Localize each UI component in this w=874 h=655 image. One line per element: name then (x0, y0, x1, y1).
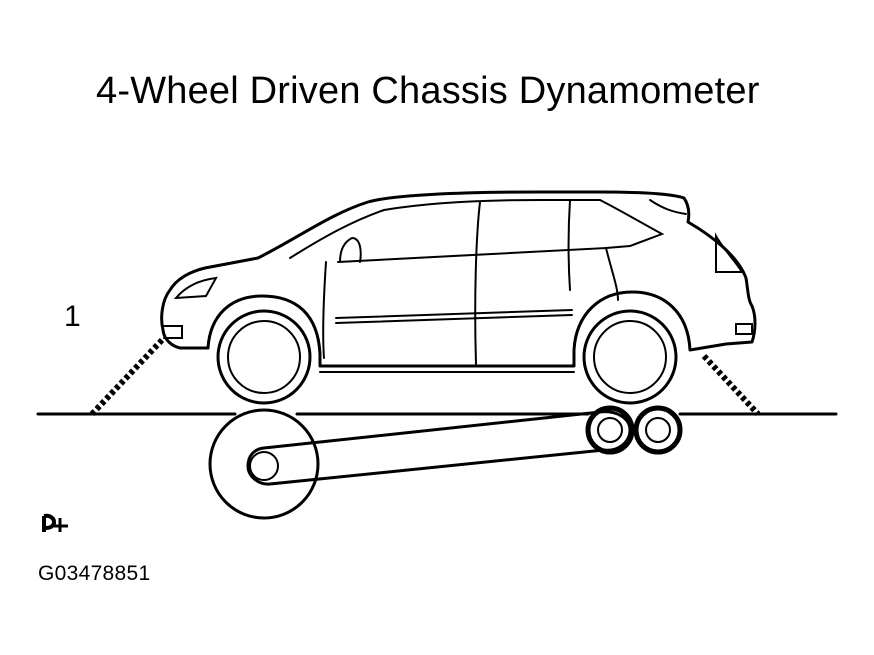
vehicle-body (160, 190, 757, 368)
window-line (289, 199, 665, 259)
rear-reflector (735, 323, 753, 335)
front-fog-light (163, 325, 183, 339)
rear-pillar-seam (567, 199, 571, 291)
center-pillar-seam (474, 201, 481, 365)
door-trim-strip-lower (335, 314, 573, 324)
callout-number: 1 (64, 300, 81, 333)
rear-tie-down-chain (701, 353, 761, 417)
front-door-seam (322, 261, 327, 359)
front-tie-down-chain (89, 337, 165, 417)
rear-wheel-rim (593, 320, 667, 394)
rear-roller-2-hub (645, 417, 671, 443)
rear-spoiler (649, 199, 687, 215)
front-wheel-rim (227, 320, 301, 394)
figure-id: G03478851 (38, 562, 151, 585)
front-roller (208, 408, 320, 520)
drive-belt (246, 410, 632, 486)
tail-light (715, 232, 744, 273)
beltline (337, 246, 619, 301)
front-wheel (216, 309, 312, 405)
front-roller-hub (249, 451, 279, 481)
diagram-title: 4-Wheel Driven Chassis Dynamometer (96, 70, 760, 112)
rear-roller-2 (633, 405, 683, 455)
rear-wheel (582, 309, 678, 405)
headlight (173, 276, 218, 300)
rear-roller-1-hub (597, 417, 623, 443)
page-mark-icon (42, 513, 68, 532)
side-mirror (339, 236, 362, 263)
door-trim-strip (335, 309, 573, 319)
rear-roller-1 (585, 405, 635, 455)
